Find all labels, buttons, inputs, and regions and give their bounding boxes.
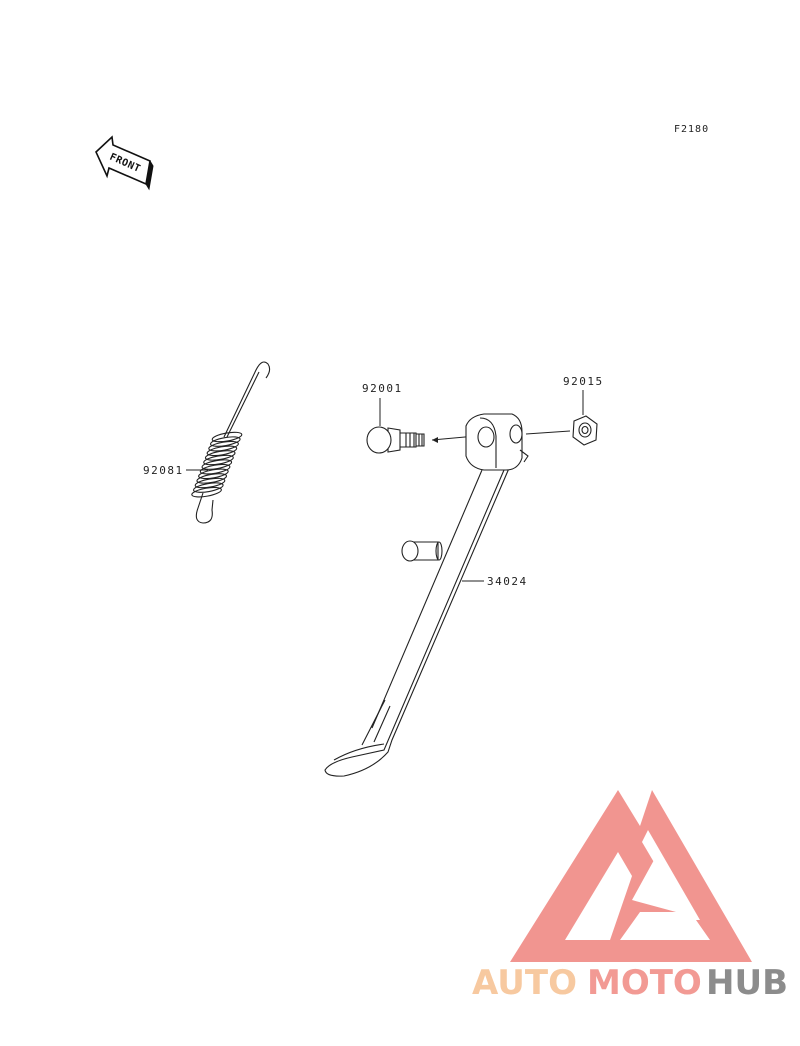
watermark-moto: MOTO: [587, 963, 702, 1003]
spring-coil: [206, 445, 238, 457]
side-stand-icon: [324, 413, 529, 777]
watermark-logo-icon: [510, 790, 752, 962]
spring-coil: [211, 431, 243, 443]
axis-line-nut: [525, 430, 571, 435]
spring-coil: [198, 468, 229, 480]
bolt-icon: [366, 426, 425, 454]
spring-coil: [208, 440, 239, 452]
spring-coil: [201, 459, 233, 470]
spring-coil: [204, 450, 236, 461]
nut-icon: [572, 415, 598, 446]
watermark-text: AUTO MOTO HUB: [472, 963, 788, 1003]
spring-coil: [192, 482, 224, 493]
part-label-92081: 92081: [143, 464, 184, 477]
part-label-92001: 92001: [362, 382, 403, 395]
spring-coil: [191, 486, 222, 498]
spring-icon: [191, 361, 271, 524]
spring-coil: [194, 477, 226, 489]
spring-coil: [203, 454, 234, 466]
spring-coil: [209, 436, 241, 447]
watermark-hub: HUB: [706, 963, 788, 1003]
watermark-auto: AUTO: [472, 963, 577, 1003]
spring-coil: [196, 473, 228, 484]
spring-coil: [199, 463, 231, 475]
part-label-92015: 92015: [563, 375, 604, 388]
part-label-34024: 34024: [487, 575, 528, 588]
figure-code: F2180: [674, 124, 709, 135]
front-direction-icon: FRONT: [95, 135, 154, 191]
